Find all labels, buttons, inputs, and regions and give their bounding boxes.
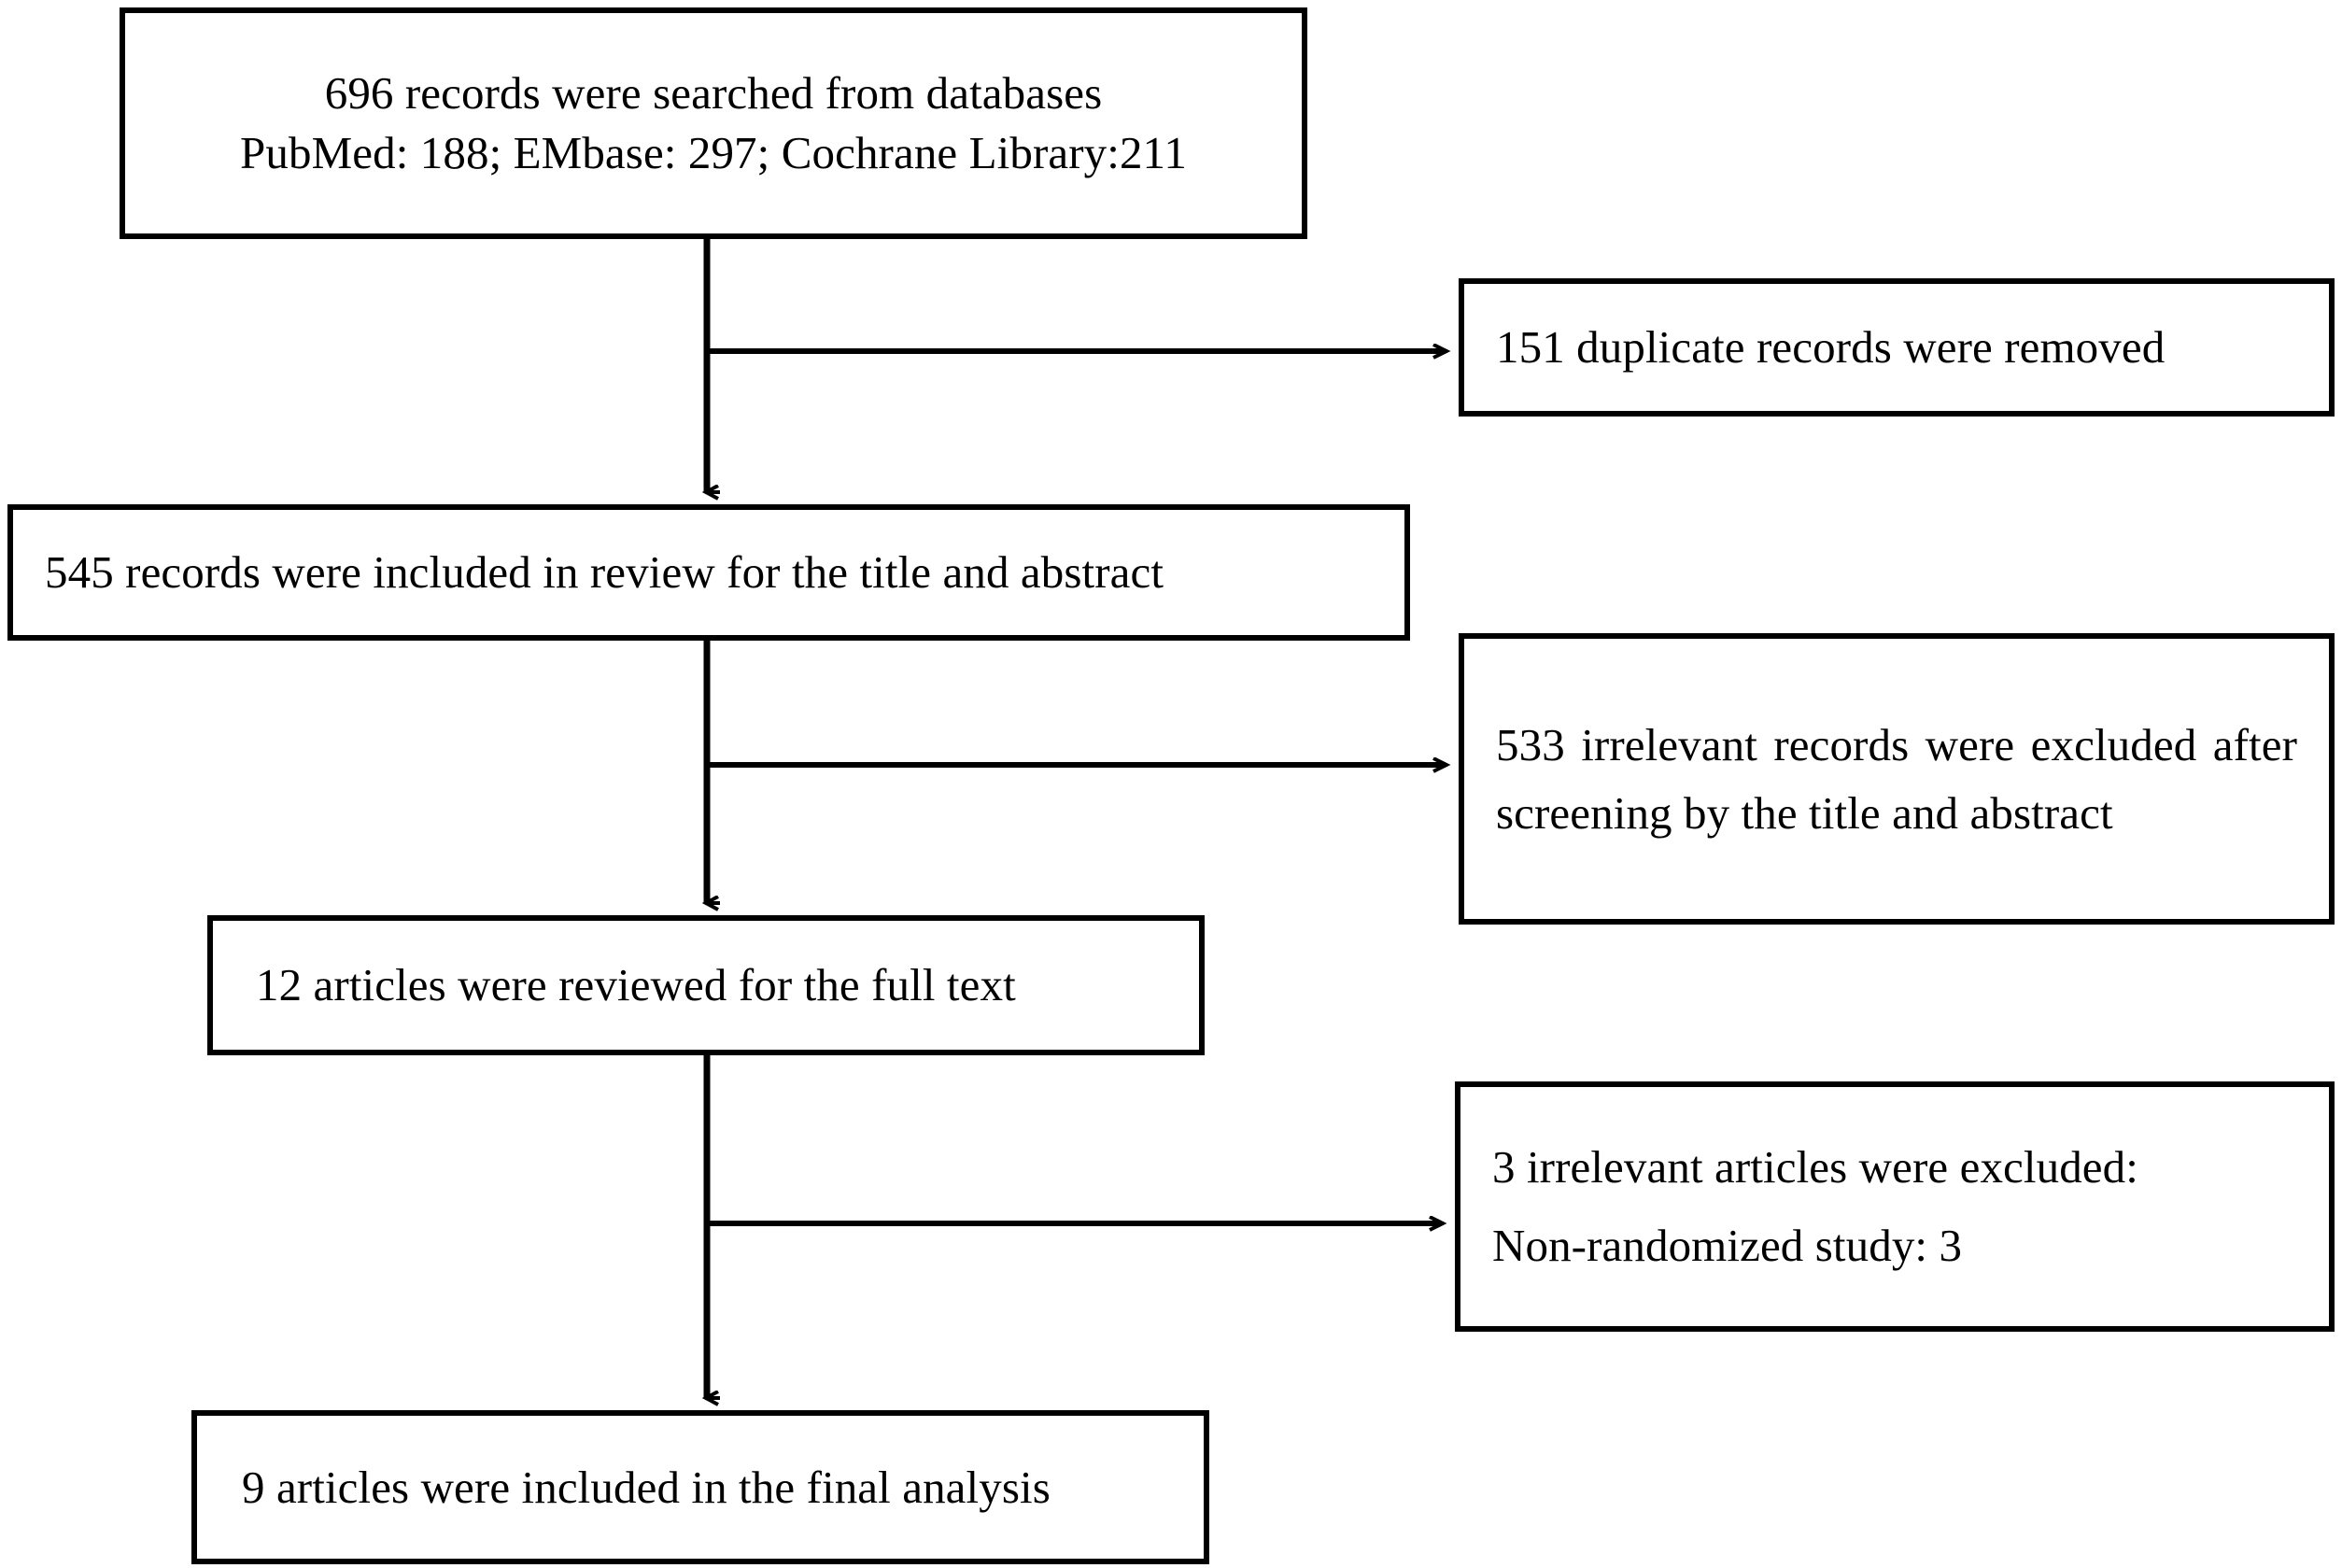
- box-records-included-title-abstract: 545 records were included in review for …: [7, 504, 1410, 641]
- box-duplicate-records-removed-line1: 151 duplicate records were removed: [1496, 321, 2166, 374]
- box-records-searched: 696 records were searched from databases…: [120, 7, 1307, 239]
- box-articles-reviewed-full-text-line1: 12 articles were reviewed for the full t…: [256, 959, 1016, 1011]
- box-irrelevant-articles-excluded: 3 irrelevant articles were excluded: Non…: [1455, 1081, 2335, 1332]
- box-records-searched-line1: 696 records were searched from databases: [324, 67, 1103, 120]
- box-irrelevant-records-excluded-line1: 533 irrelevant records were excluded aft…: [1496, 718, 2309, 840]
- box-articles-included-final-analysis: 9 articles were included in the final an…: [191, 1410, 1209, 1564]
- box-irrelevant-articles-excluded-line1: 3 irrelevant articles were excluded:: [1492, 1140, 2138, 1193]
- box-articles-reviewed-full-text: 12 articles were reviewed for the full t…: [207, 915, 1205, 1055]
- box-articles-included-final-analysis-line1: 9 articles were included in the final an…: [242, 1461, 1051, 1513]
- box-duplicate-records-removed: 151 duplicate records were removed: [1459, 278, 2335, 417]
- box-records-included-title-abstract-line1: 545 records were included in review for …: [45, 546, 1164, 599]
- box-records-searched-line2: PubMed: 188; EMbase: 297; Cochrane Libra…: [240, 127, 1187, 178]
- box-irrelevant-records-excluded: 533 irrelevant records were excluded aft…: [1459, 633, 2335, 925]
- box-irrelevant-articles-excluded-line2: Non-randomized study: 3: [1492, 1220, 1963, 1271]
